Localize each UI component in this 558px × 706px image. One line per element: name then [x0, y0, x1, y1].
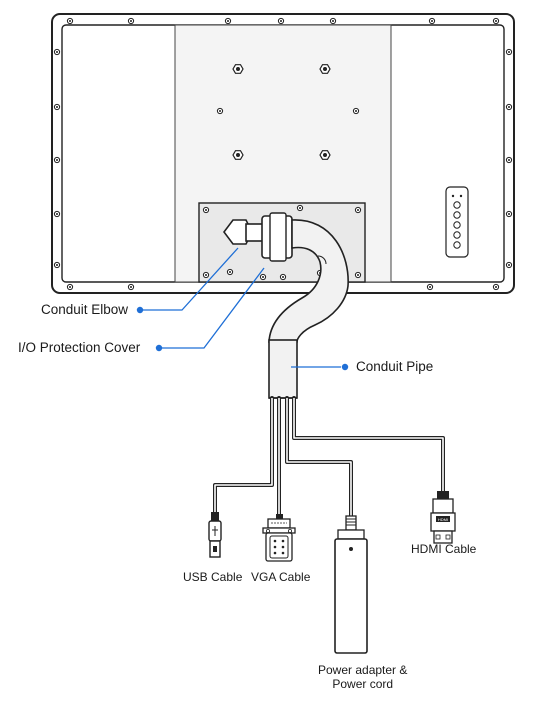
label-power-adapter-line2: Power cord	[332, 676, 394, 691]
power-adapter-icon	[334, 515, 368, 654]
label-io-protection-cover: I/O Protection Cover	[18, 340, 141, 355]
leader-lines	[140, 247, 341, 368]
usb-cable-wire	[213, 396, 274, 515]
usb-plug-icon	[208, 512, 222, 558]
hdmi-plug-mark: HDMI	[438, 517, 448, 522]
label-power-adapter: Power adapter & Power cord	[318, 663, 408, 692]
conduit-elbow	[223, 212, 293, 262]
leader-conduit-elbow	[140, 247, 239, 311]
label-conduit-pipe: Conduit Pipe	[356, 359, 434, 374]
cable-bundle	[213, 396, 445, 519]
button-panel-icon	[445, 186, 469, 258]
label-power-adapter-line1: Power adapter &	[318, 663, 408, 677]
hdmi-plug-icon: HDMI	[430, 491, 456, 544]
conduit-pipe	[268, 219, 349, 399]
monitor-rear-panel	[51, 13, 515, 294]
vga-plug-icon	[262, 514, 296, 562]
leader-io-cover	[159, 267, 265, 349]
label-usb-cable: USB Cable	[183, 570, 243, 584]
leader-dots	[136, 306, 349, 371]
label-hdmi-cable: HDMI Cable	[411, 542, 477, 556]
hdmi-cable-wire	[292, 396, 445, 494]
label-vga-cable: VGA Cable	[251, 570, 311, 584]
power-cable-wire	[285, 396, 353, 519]
label-conduit-elbow: Conduit Elbow	[41, 302, 129, 317]
